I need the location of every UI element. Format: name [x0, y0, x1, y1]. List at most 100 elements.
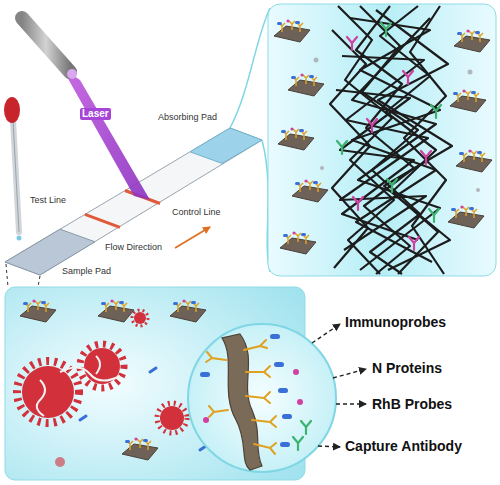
- laser-device-part: [22, 18, 70, 72]
- membrane-panel-part-part: [314, 58, 319, 63]
- membrane-panel-part-part: [347, 37, 357, 50]
- dropper-part: [17, 236, 22, 241]
- membrane-panel-part-part: [450, 89, 486, 112]
- membrane-panel-part-part: [330, 30, 370, 268]
- leader-arrows-part: [312, 324, 340, 343]
- membrane-panel-part-part: [421, 151, 431, 164]
- sample-panel-part: [17, 310, 187, 467]
- test-strip-part: [5, 128, 262, 275]
- membrane-panel-part: [230, 8, 270, 128]
- sample-panel-part-part: [132, 310, 148, 326]
- zoom-circle-part-part: [244, 340, 267, 350]
- sample-panel-part-part: [80, 416, 86, 420]
- part-label: Absorbing Pad: [158, 112, 217, 122]
- zoom-circle-part-part: [206, 352, 226, 362]
- sample-panel-part-part: [37, 380, 45, 416]
- membrane-panel-part: [347, 37, 431, 250]
- test-strip-part: [190, 128, 262, 163]
- membrane-panel-part-part: [336, 90, 418, 240]
- membrane-panel-part-part: [448, 205, 484, 228]
- membrane-panel: [230, 4, 496, 276]
- part-label: Control Line: [172, 207, 221, 217]
- sample-panel-part-part: [60, 367, 120, 380]
- zoom-circle-part-part: [293, 437, 303, 450]
- callout-label: Capture Antibody: [345, 438, 462, 454]
- zoom-circle-part-part: [280, 442, 290, 447]
- zoom-circle-part-part: [293, 369, 299, 375]
- membrane-panel-part-part: [429, 209, 439, 222]
- membrane-panel-part-part: [337, 141, 347, 154]
- leader-arrows-part: [336, 403, 366, 404]
- membrane-panel-part-part: [320, 166, 324, 170]
- membrane-panel-part-part: [274, 19, 310, 42]
- zoom-circle-part: [206, 340, 276, 454]
- membrane-panel-part-part: [381, 23, 391, 36]
- membrane-panel-part: [268, 4, 496, 276]
- membrane-panel-part-part: [387, 179, 397, 192]
- sample-panel-part-part: [96, 356, 100, 374]
- zoom-circle-part: [293, 421, 311, 450]
- sample-panel-part: [37, 356, 120, 416]
- zoom-circle-part: [200, 334, 292, 447]
- device-label: Laser: [80, 108, 111, 120]
- sample-panel-part: [122, 437, 158, 460]
- zoom-circle-part-part: [282, 414, 292, 419]
- laser-device: [22, 18, 150, 200]
- zoom-circle-part-part: [278, 388, 288, 393]
- membrane-panel-part-part: [431, 105, 441, 118]
- test-strip: [5, 128, 262, 275]
- leader-arrows-part: [318, 446, 340, 447]
- sample-panel-part-part: [17, 361, 79, 423]
- dropper-part: [13, 120, 19, 232]
- callout-label: N Proteins: [372, 360, 442, 376]
- zoom-circle-part-part: [246, 366, 270, 377]
- dropper: [4, 97, 22, 241]
- zoom-circle-part-part: [301, 421, 311, 434]
- membrane-panel-part: [337, 23, 441, 222]
- zoom-circle-part-part: [200, 372, 210, 377]
- zoom-circle-part-part: [270, 334, 280, 339]
- sample-panel-part-part: [157, 403, 187, 433]
- zoom-circle-part-part: [209, 406, 228, 417]
- membrane-panel-part-part: [409, 237, 419, 250]
- zoom-circle-part: [203, 369, 303, 423]
- membrane-panel-part-part: [292, 179, 328, 202]
- part-label: Sample Pad: [62, 266, 111, 276]
- test-strip-part: [85, 214, 120, 227]
- membrane-panel-part-part: [367, 119, 377, 132]
- zoom-circle-part-part: [297, 399, 303, 405]
- sample-panel-part-part: [22, 366, 74, 418]
- membrane-panel-part-part: [352, 18, 440, 270]
- dropper-part: [4, 97, 20, 123]
- zoom-circle: [188, 324, 336, 472]
- zoom-circle-part-part: [252, 416, 276, 427]
- sample-panel-part: [38, 276, 40, 287]
- zoom-circle-part-part: [246, 392, 270, 403]
- sample-panel-part: [170, 299, 206, 322]
- sample-panel-part-part: [150, 368, 156, 372]
- membrane-panel-part-part: [280, 231, 316, 254]
- sample-panel-part: [20, 299, 56, 322]
- membrane-panel-part-part: [340, 56, 428, 250]
- sample-panel-part: [6, 264, 8, 287]
- laser-device-part: [62, 68, 150, 200]
- zoom-circle-part-part: [274, 362, 284, 367]
- membrane-panel-part-part: [468, 70, 473, 75]
- sample-panel-part-part: [134, 312, 146, 324]
- membrane-panel-part-part: [353, 197, 363, 210]
- sample-panel-part-part: [160, 406, 184, 430]
- callout-label: RhB Probes: [372, 396, 452, 412]
- direction-label: Flow Direction: [105, 242, 162, 252]
- callout-label: Immunoprobes: [345, 314, 446, 330]
- laser-device-part: [22, 18, 70, 72]
- zoom-circle-part: [188, 324, 336, 472]
- membrane-panel-part-part: [403, 71, 413, 84]
- membrane-panel-part-part: [380, 6, 438, 274]
- dropper-part: [13, 120, 19, 232]
- membrane-panel-part-part: [278, 127, 314, 150]
- membrane-panel-part: [274, 19, 492, 254]
- part-label: Test Line: [30, 195, 66, 205]
- sample-panel-part-part: [55, 457, 65, 467]
- test-strip-part: [175, 227, 210, 248]
